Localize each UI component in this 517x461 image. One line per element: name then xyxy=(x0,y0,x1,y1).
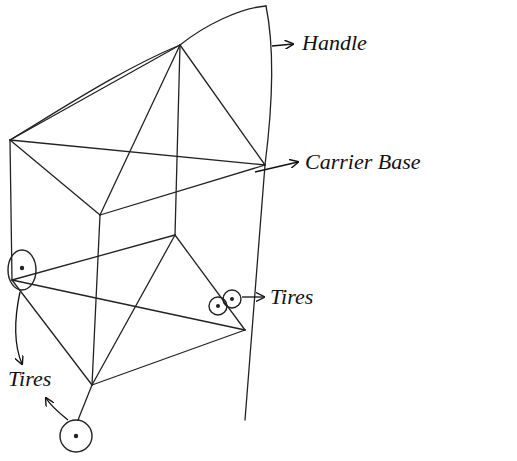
frame-line xyxy=(180,45,265,165)
tire xyxy=(8,250,36,290)
cart-frame xyxy=(10,6,272,420)
leader-line xyxy=(272,44,293,46)
part-label: Tires xyxy=(268,285,315,309)
leader-line xyxy=(242,296,264,297)
tires xyxy=(8,250,241,452)
handle-line xyxy=(180,6,266,45)
frame-line xyxy=(10,45,180,140)
tire xyxy=(209,297,227,315)
frame-line xyxy=(175,235,245,330)
frame-line xyxy=(10,140,100,215)
leader-line xyxy=(46,398,68,420)
frame-line xyxy=(12,280,245,330)
handle-line xyxy=(10,45,180,140)
leader-line xyxy=(255,162,298,172)
part-label: Handle xyxy=(300,31,369,55)
frame-line xyxy=(175,45,180,235)
tire-hub xyxy=(75,435,78,438)
handle-line xyxy=(265,6,272,165)
tire xyxy=(60,420,92,452)
tire-hub xyxy=(21,267,24,270)
frame-line xyxy=(245,165,265,420)
tire-hub xyxy=(217,305,220,308)
tire xyxy=(223,290,241,308)
part-label: Carrier Base xyxy=(303,150,423,174)
frame-line xyxy=(10,140,265,165)
part-label: Tires xyxy=(6,367,53,391)
frame-line xyxy=(92,330,245,385)
frame-line xyxy=(92,215,100,385)
tire-hub xyxy=(231,298,234,301)
leader-line xyxy=(16,292,22,364)
frame-line xyxy=(92,235,175,385)
leader-lines xyxy=(16,44,298,420)
frame-line xyxy=(78,385,92,420)
frame-line xyxy=(100,165,265,215)
frame-line xyxy=(100,45,180,215)
